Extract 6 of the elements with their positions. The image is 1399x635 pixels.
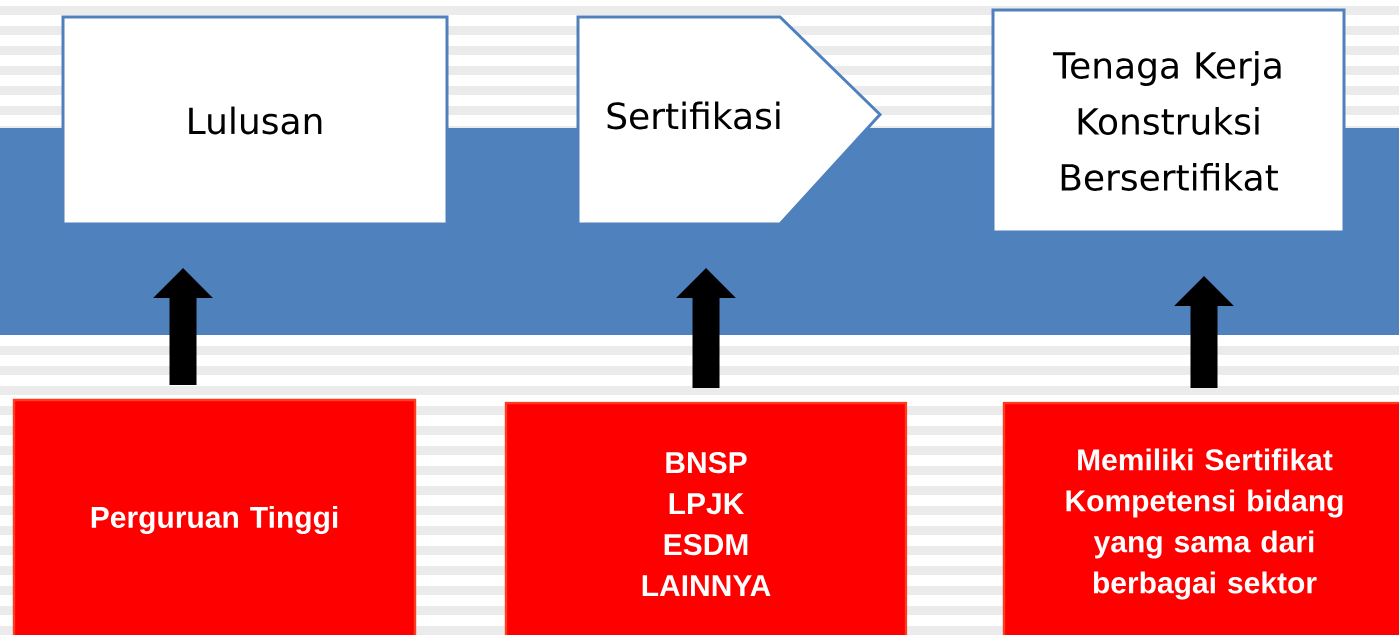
chevron-box: Sertifikasi [576, 15, 883, 226]
source-box: BNSP LPJK ESDM LAINNYA [504, 401, 908, 635]
stage-box: Tenaga Kerja Konstruksi Bersertifikat [991, 8, 1346, 234]
source-box: Memiliki Sertifikat Kompetensi bidang yang sama dari berbagai sektor [1002, 401, 1399, 635]
stage-box: Lulusan [61, 15, 449, 226]
source-box: Perguruan Tinggi [12, 398, 417, 635]
